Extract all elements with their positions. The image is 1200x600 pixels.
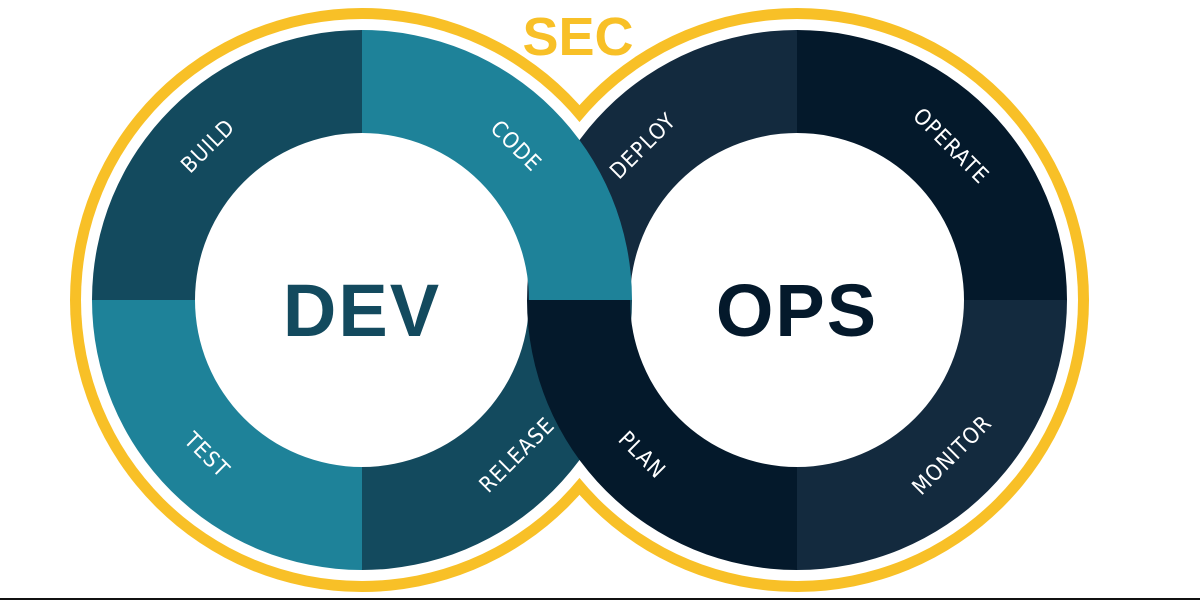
segment-code (362, 30, 632, 300)
segment-operate (797, 30, 1067, 300)
ops-label: OPS (716, 269, 878, 352)
segment-test (92, 300, 362, 570)
dev-label: DEV (283, 269, 441, 352)
segment-build (92, 30, 362, 300)
segment-monitor (797, 300, 1067, 570)
segment-plan (527, 300, 797, 570)
sec-title: SEC (522, 7, 633, 67)
